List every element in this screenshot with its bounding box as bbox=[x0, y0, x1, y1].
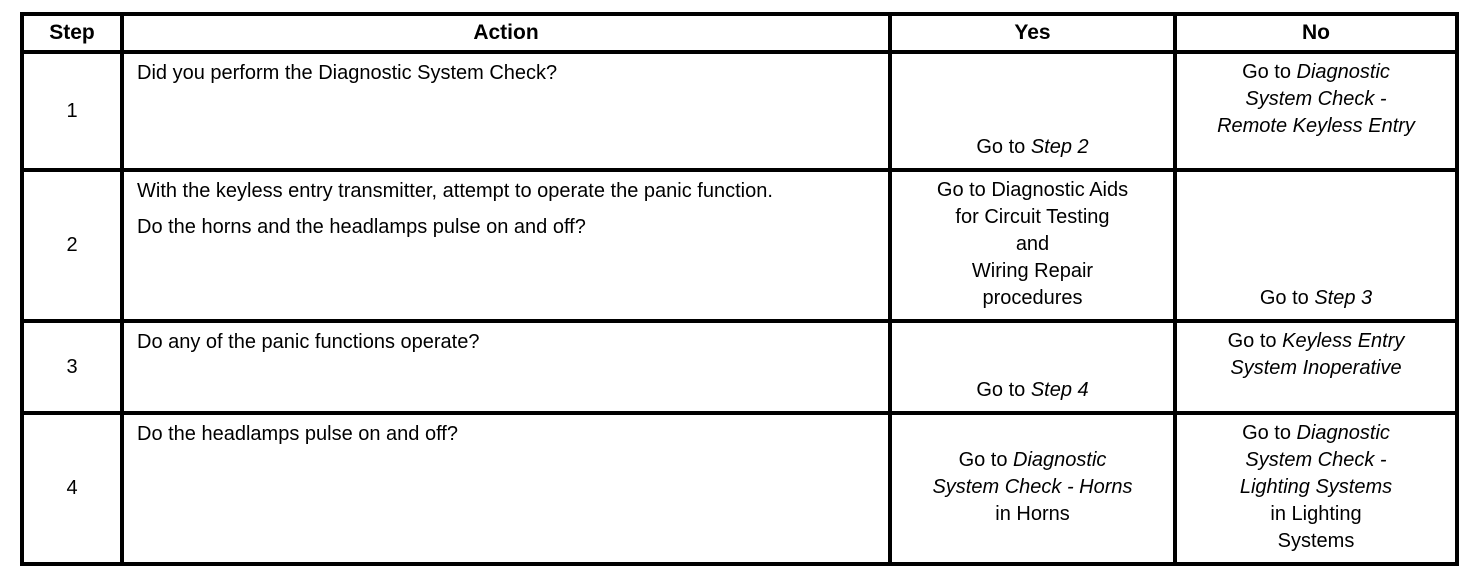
no-cell: Go to Step 3 bbox=[1173, 168, 1459, 323]
action-text: With the keyless entry transmitter, atte… bbox=[137, 180, 773, 238]
yes-cell: Go to Step 2 bbox=[888, 50, 1177, 172]
table-row: 1 Did you perform the Diagnostic System … bbox=[20, 50, 1459, 172]
step-number: 3 bbox=[20, 319, 124, 415]
action-text: Did you perform the Diagnostic System Ch… bbox=[137, 62, 558, 84]
header-row: Step Action Yes No bbox=[20, 12, 1459, 54]
action-cell: Did you perform the Diagnostic System Ch… bbox=[120, 50, 892, 172]
table-row: 2 With the keyless entry transmitter, at… bbox=[20, 168, 1459, 323]
action-cell: With the keyless entry transmitter, atte… bbox=[120, 168, 892, 323]
step-number: 1 bbox=[20, 50, 124, 172]
column-header-no: No bbox=[1173, 12, 1459, 54]
yes-text: Go to Step 2 bbox=[976, 136, 1089, 158]
column-header-yes: Yes bbox=[888, 12, 1177, 54]
step-number: 4 bbox=[20, 411, 124, 566]
action-text: Do the headlamps pulse on and off? bbox=[137, 423, 458, 445]
action-cell: Do any of the panic functions operate? bbox=[120, 319, 892, 415]
table-row: 4 Do the headlamps pulse on and off? Go … bbox=[20, 411, 1459, 566]
diagnostic-table: Step Action Yes No 1 Did you perform the… bbox=[20, 12, 1459, 566]
action-cell: Do the headlamps pulse on and off? bbox=[120, 411, 892, 566]
column-header-action: Action bbox=[120, 12, 892, 54]
yes-cell: Go to Step 4 bbox=[888, 319, 1177, 415]
step-number: 2 bbox=[20, 168, 124, 323]
action-text: Do any of the panic functions operate? bbox=[137, 331, 480, 353]
no-text: Go to Step 3 bbox=[1259, 287, 1373, 309]
column-header-step: Step bbox=[20, 12, 124, 54]
table-row: 3 Do any of the panic functions operate?… bbox=[20, 319, 1459, 415]
yes-text: Go to Step 4 bbox=[976, 379, 1089, 401]
